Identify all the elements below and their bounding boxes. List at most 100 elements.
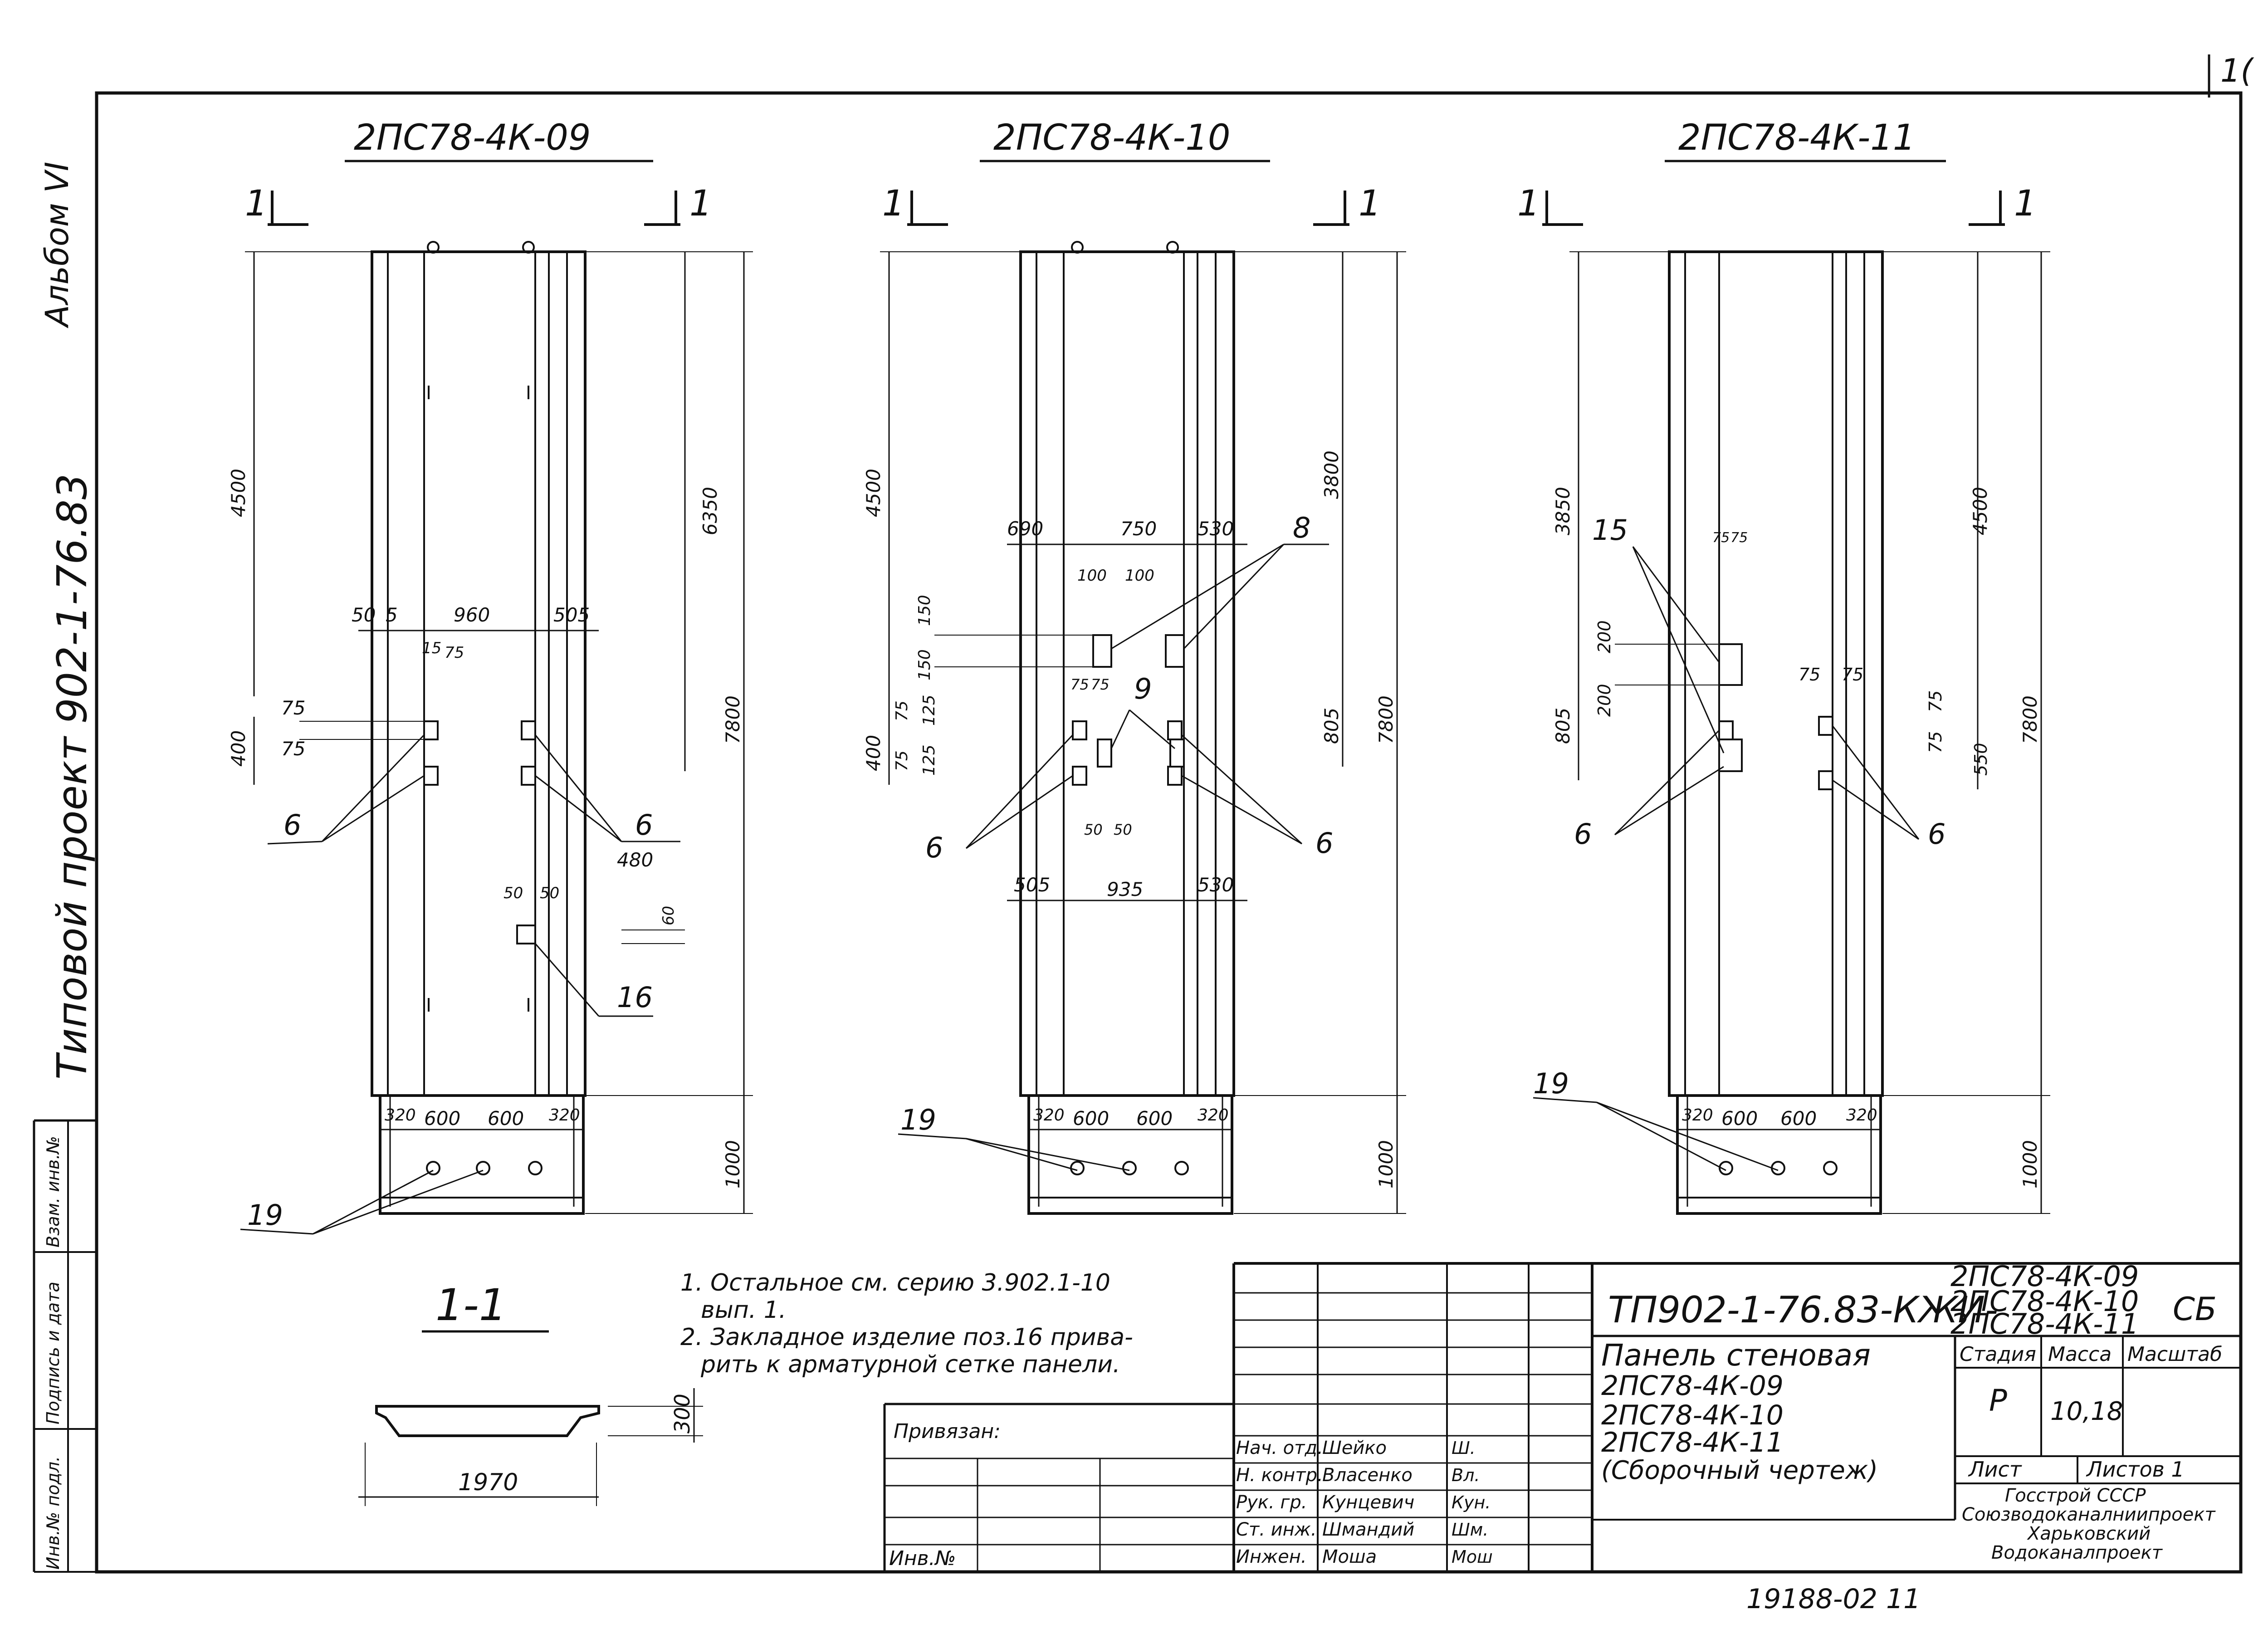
p2-callout-19: 19 (900, 1103, 936, 1136)
section-1-1: 1-1 1970 300 (358, 1280, 703, 1506)
p2-dim-805: 805 (1320, 708, 1343, 744)
p2-dim-w530b: 530 (1198, 874, 1234, 896)
p3-dim-b320b: 320 (1846, 1106, 1877, 1125)
name-line-5: (Сборочный чертеж) (1601, 1456, 1878, 1485)
p3-dim-75a: 75 (1926, 690, 1945, 712)
sig-1: Ш. (1452, 1438, 1476, 1458)
p2-dim-w750: 750 (1120, 518, 1157, 540)
sheet-label: Лист (1968, 1457, 2022, 1482)
p2-callout-8: 8 (1293, 511, 1310, 544)
p1-dim-mid: 6350 (699, 487, 721, 535)
p3-dim-b600a: 600 (1721, 1107, 1758, 1130)
p1-dim-b320b: 320 (549, 1106, 580, 1125)
p1-dim-b600b: 600 (488, 1107, 524, 1130)
p1-dim-w75: 75 (445, 644, 464, 662)
name-line-1: Панель стеновая (1601, 1338, 1871, 1373)
p2-dim-w505: 505 (1014, 874, 1050, 896)
p2-dim-w50b: 50 (1114, 821, 1132, 838)
p1-dim-w960: 960 (454, 604, 490, 626)
name-2: Власенко (1322, 1465, 1413, 1486)
section-title: 1-1 (435, 1280, 507, 1331)
org-line-4: Водоканалпроект (1991, 1542, 2163, 1563)
p1-dim-75a: 75 (281, 697, 305, 719)
doc-mark-1: 2ПС78-4К-09 (1950, 1260, 2139, 1293)
p1-dim-bottom: 1000 (722, 1140, 744, 1189)
panel-3-section-mark-left: 1 (1517, 183, 1540, 224)
p1-callout-6-right: 6 (635, 808, 653, 841)
p3-dim-b600b: 600 (1780, 1107, 1817, 1130)
p3-dim-805: 805 (1552, 708, 1574, 744)
inv-label: Инв.№ (889, 1547, 956, 1570)
name-3: Кунцевич (1322, 1492, 1414, 1513)
p2-dim-b320a: 320 (1033, 1106, 1065, 1125)
album-label: Альбом VI (39, 162, 76, 328)
p3-dim-550: 550 (1971, 743, 1991, 776)
p2-dim-top: 4500 (862, 469, 885, 517)
name-line-3: 2ПС78-4К-10 (1601, 1399, 1784, 1431)
role-1: Нач. отд. (1236, 1438, 1323, 1458)
p1-dim-b600a: 600 (424, 1107, 460, 1130)
p2-dim-total: 7800 (1375, 695, 1397, 744)
p3-dim-b320a: 320 (1682, 1106, 1713, 1125)
p3-dim-w75b: 75 (1730, 530, 1748, 546)
role-4: Ст. инж. (1236, 1519, 1317, 1540)
p3-dim-top: 3850 (1552, 487, 1574, 535)
role-3: Рук. гр. (1236, 1492, 1307, 1513)
sig-3: Кун. (1452, 1492, 1491, 1512)
p2-dim-125a: 125 (920, 695, 938, 726)
name-line-4: 2ПС78-4К-11 (1601, 1427, 1784, 1458)
head-mass: Масса (2048, 1343, 2112, 1366)
p2-dim-150b: 150 (915, 649, 934, 680)
p1-dim-w15: 15 (422, 639, 441, 657)
p2-dim-upper: 3800 (1320, 450, 1343, 499)
panel-2-section-mark-left: 1 (882, 183, 905, 224)
p2-dim-w75b: 75 (1091, 676, 1110, 693)
panel-2: 2ПС78-4К-10 1 1 4500 3800 805 7800 (862, 117, 1406, 1215)
p2-callout-9: 9 (1134, 672, 1152, 705)
p3-dim-w75a: 75 (1712, 530, 1730, 546)
p3-callout-19: 19 (1533, 1067, 1569, 1100)
title-block: Привязан: Инв.№ Нач. отд. Шейко Ш. Н. ко… (883, 1260, 2241, 1572)
name-4: Шмандий (1322, 1519, 1414, 1540)
p2-dim-w530: 530 (1198, 518, 1234, 540)
p3-dim-200a: 200 (1594, 620, 1614, 653)
panel-3-title: 2ПС78-4К-11 (1678, 117, 1916, 158)
panel-1-section-mark-left: 1 (245, 183, 268, 224)
p3-dim-200b: 200 (1594, 684, 1614, 717)
panel-1: 2ПС78-4К-09 1 1 4500 6350 7800 (227, 117, 753, 1235)
p1-dim-w60: 60 (660, 906, 678, 925)
p1-callout-6-left: 6 (284, 808, 301, 841)
p2-dim-b600a: 600 (1073, 1107, 1109, 1130)
notes: 1. Остальное см. серию 3.902.1-10 вып. 1… (680, 1269, 1133, 1378)
p1-dim-w50b: 50 (540, 884, 559, 902)
note-1-line-2: вып. 1. (701, 1296, 786, 1324)
sig-2: Вл. (1452, 1465, 1480, 1485)
role-5: Инжен. (1236, 1546, 1307, 1567)
p1-dim-w50a: 50 (503, 884, 523, 902)
side-cell-replace: Взам. инв.№ (43, 1136, 63, 1248)
org-line-2: Союзводоканалниипроект (1962, 1504, 2216, 1525)
p3-dim-right-top: 4500 (1969, 487, 1991, 535)
archive-number: 19188-02 11 (1746, 1583, 1921, 1615)
name-5: Моша (1322, 1546, 1377, 1567)
org-line-3: Харьковский (2027, 1523, 2151, 1544)
panel-2-title: 2ПС78-4К-10 (993, 117, 1231, 158)
side-cell-inv: Инв.№ подл. (43, 1456, 63, 1570)
p2-dim-b600b: 600 (1136, 1107, 1173, 1130)
side-cell-sign: Подпись и дата (43, 1282, 63, 1424)
page-number: 1( (2220, 52, 2254, 89)
p2-callout-6-right: 6 (1315, 827, 1333, 860)
p2-dim-150a: 150 (915, 595, 934, 626)
note-2-line-1: 2. Закладное изделие поз.16 прива- (680, 1324, 1133, 1351)
p1-dim-w5a: 5 (386, 604, 398, 626)
p2-dim-75: 75 (893, 700, 911, 721)
p2-dim-75b: 75 (893, 750, 911, 771)
p2-dim-w50a: 50 (1084, 821, 1103, 838)
org-line-1: Госстрой СССР (2005, 1485, 2146, 1506)
p2-callout-6-left: 6 (925, 831, 943, 864)
panel-3-section-mark-right: 1 (2014, 183, 2037, 224)
note-2-line-2: рить к арматурной сетке панели. (700, 1351, 1120, 1378)
doc-suffix: СБ (2173, 1291, 2217, 1328)
p1-dim-w50: 50 (352, 604, 376, 626)
p1-dim-w505: 505 (553, 604, 590, 626)
